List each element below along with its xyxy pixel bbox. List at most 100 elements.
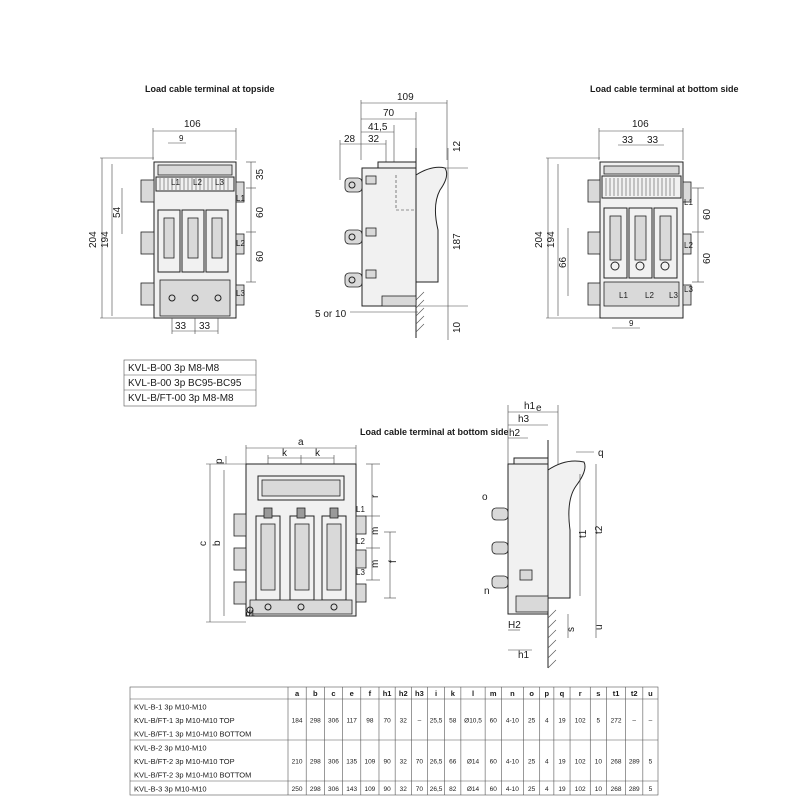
table-cell: 4 <box>545 759 549 766</box>
dim-60a-right: 60 <box>702 208 713 220</box>
table-header-n: n <box>510 689 515 698</box>
table-header-b: b <box>313 689 318 698</box>
dim-204-left: 204 <box>88 231 99 248</box>
table-header-s: s <box>596 689 600 698</box>
dim-h3: h3 <box>518 414 530 425</box>
table-cell: 268 <box>611 759 622 766</box>
top-terminal-l3: L3 <box>215 178 224 187</box>
table-cell: 60 <box>490 759 498 766</box>
table-header-t2: t2 <box>631 689 638 698</box>
table-header-e: e <box>350 689 354 698</box>
table-header-c: c <box>331 689 335 698</box>
dim-e: e <box>536 403 542 414</box>
table-cell: 306 <box>328 718 339 725</box>
table-header-r: r <box>579 689 582 698</box>
table-cell: 4-10 <box>506 786 519 793</box>
table-cell: 26,5 <box>430 759 443 766</box>
dim-60a-left: 60 <box>255 206 266 218</box>
dim-o: o <box>482 492 488 503</box>
table-header-m: m <box>490 689 497 698</box>
table-cell: 109 <box>364 786 375 793</box>
dim-194-left: 194 <box>100 231 111 248</box>
dim-5-or-10: 5 or 10 <box>315 309 347 320</box>
table-cell: 4-10 <box>506 718 519 725</box>
phase-l3-right: L3 <box>684 285 693 294</box>
table-cell: 25 <box>528 759 536 766</box>
title-middle: Load cable terminal at bottom side <box>360 427 509 437</box>
title-topside: Load cable terminal at topside <box>145 84 275 94</box>
dim-m1: m <box>370 527 381 535</box>
dim-a: a <box>298 437 304 448</box>
phase-l1-left: L1 <box>236 194 245 203</box>
table-cell: 98 <box>366 718 374 725</box>
table-cell: 102 <box>575 718 586 725</box>
dim-41-5: 41,5 <box>368 122 388 133</box>
phase-l2-left: L2 <box>236 239 245 248</box>
table-cell: 66 <box>449 759 457 766</box>
table-model-name: KVL-B-3 3p M10-M10 <box>134 785 207 794</box>
phase-l2-mid: L2 <box>356 537 365 546</box>
table-header-i: i <box>435 689 437 698</box>
table-cell: 58 <box>449 718 457 725</box>
model-list-box: KVL-B-00 3p M8-M8 KVL-B-00 3p BC95-BC95 … <box>123 359 257 407</box>
dim-33a-right: 33 <box>622 135 634 146</box>
dim-H2: H2 <box>508 620 521 631</box>
table-model-name: KVL-B-1 3p M10-M10 <box>134 702 207 711</box>
table-cell: 25 <box>528 786 536 793</box>
table-cell: – <box>649 718 653 725</box>
dim-10-side: 10 <box>452 321 463 333</box>
phase-l3-left: L3 <box>236 289 245 298</box>
dim-9-left: 9 <box>179 134 184 143</box>
phase-l2-right: L2 <box>684 241 693 250</box>
table-cell: 102 <box>575 759 586 766</box>
dim-54-left: 54 <box>112 206 123 218</box>
dim-q: q <box>598 448 604 459</box>
table-cell: 32 <box>400 759 408 766</box>
dim-60b-right: 60 <box>702 252 713 264</box>
table-header-p: p <box>545 689 550 698</box>
table-header-h1: h1 <box>383 689 392 698</box>
table-header-k: k <box>451 689 456 698</box>
dim-f: f <box>388 560 399 563</box>
side-view-parametric: h1 e h3 h2 q o t1 t2 n H2 h1 <box>482 401 605 669</box>
table-cell: 4-10 <box>506 759 519 766</box>
dim-35-left: 35 <box>255 168 266 180</box>
table-cell: 60 <box>490 786 498 793</box>
model-kvl-b-00-bc95: KVL-B-00 3p BC95-BC95 <box>128 378 242 389</box>
table-cell: 90 <box>383 759 391 766</box>
table-cell: 4 <box>545 786 549 793</box>
table-cell: 210 <box>292 759 303 766</box>
table-cell: 102 <box>575 786 586 793</box>
table-cell: 143 <box>346 786 357 793</box>
table-cell: Ø14 <box>467 786 480 793</box>
dim-u: u <box>594 624 605 630</box>
dim-9-right: 9 <box>629 319 634 328</box>
dim-c: c <box>198 541 209 546</box>
dim-194-right: 194 <box>546 231 557 248</box>
dim-n: n <box>484 586 490 597</box>
phase-l1-right: L1 <box>684 198 693 207</box>
table-cell: 289 <box>629 786 640 793</box>
table-cell: 70 <box>416 759 424 766</box>
table-cell: 306 <box>328 786 339 793</box>
table-cell: 10 <box>595 759 603 766</box>
table-cell: 298 <box>310 759 321 766</box>
model-kvl-bft-00-m8: KVL-B/FT-00 3p M8-M8 <box>128 393 234 404</box>
bottom-terminal-l2: L2 <box>645 291 654 300</box>
dim-h1-top: h1 <box>524 401 536 412</box>
dim-k2: k <box>315 448 321 459</box>
table-header-l: l <box>472 689 474 698</box>
title-bottomside: Load cable terminal at bottom side <box>590 84 739 94</box>
dim-187: 187 <box>452 233 463 250</box>
table-cell: 4 <box>545 718 549 725</box>
dim-60b-left: 60 <box>255 250 266 262</box>
table-header-h3: h3 <box>415 689 424 698</box>
table-cell: 5 <box>649 759 653 766</box>
table-cell: 135 <box>346 759 357 766</box>
table-cell: 250 <box>292 786 303 793</box>
dim-r: r <box>370 494 381 498</box>
table-cell: – <box>418 718 422 725</box>
table-cell: 268 <box>611 786 622 793</box>
dim-d1: d1 <box>246 609 255 618</box>
